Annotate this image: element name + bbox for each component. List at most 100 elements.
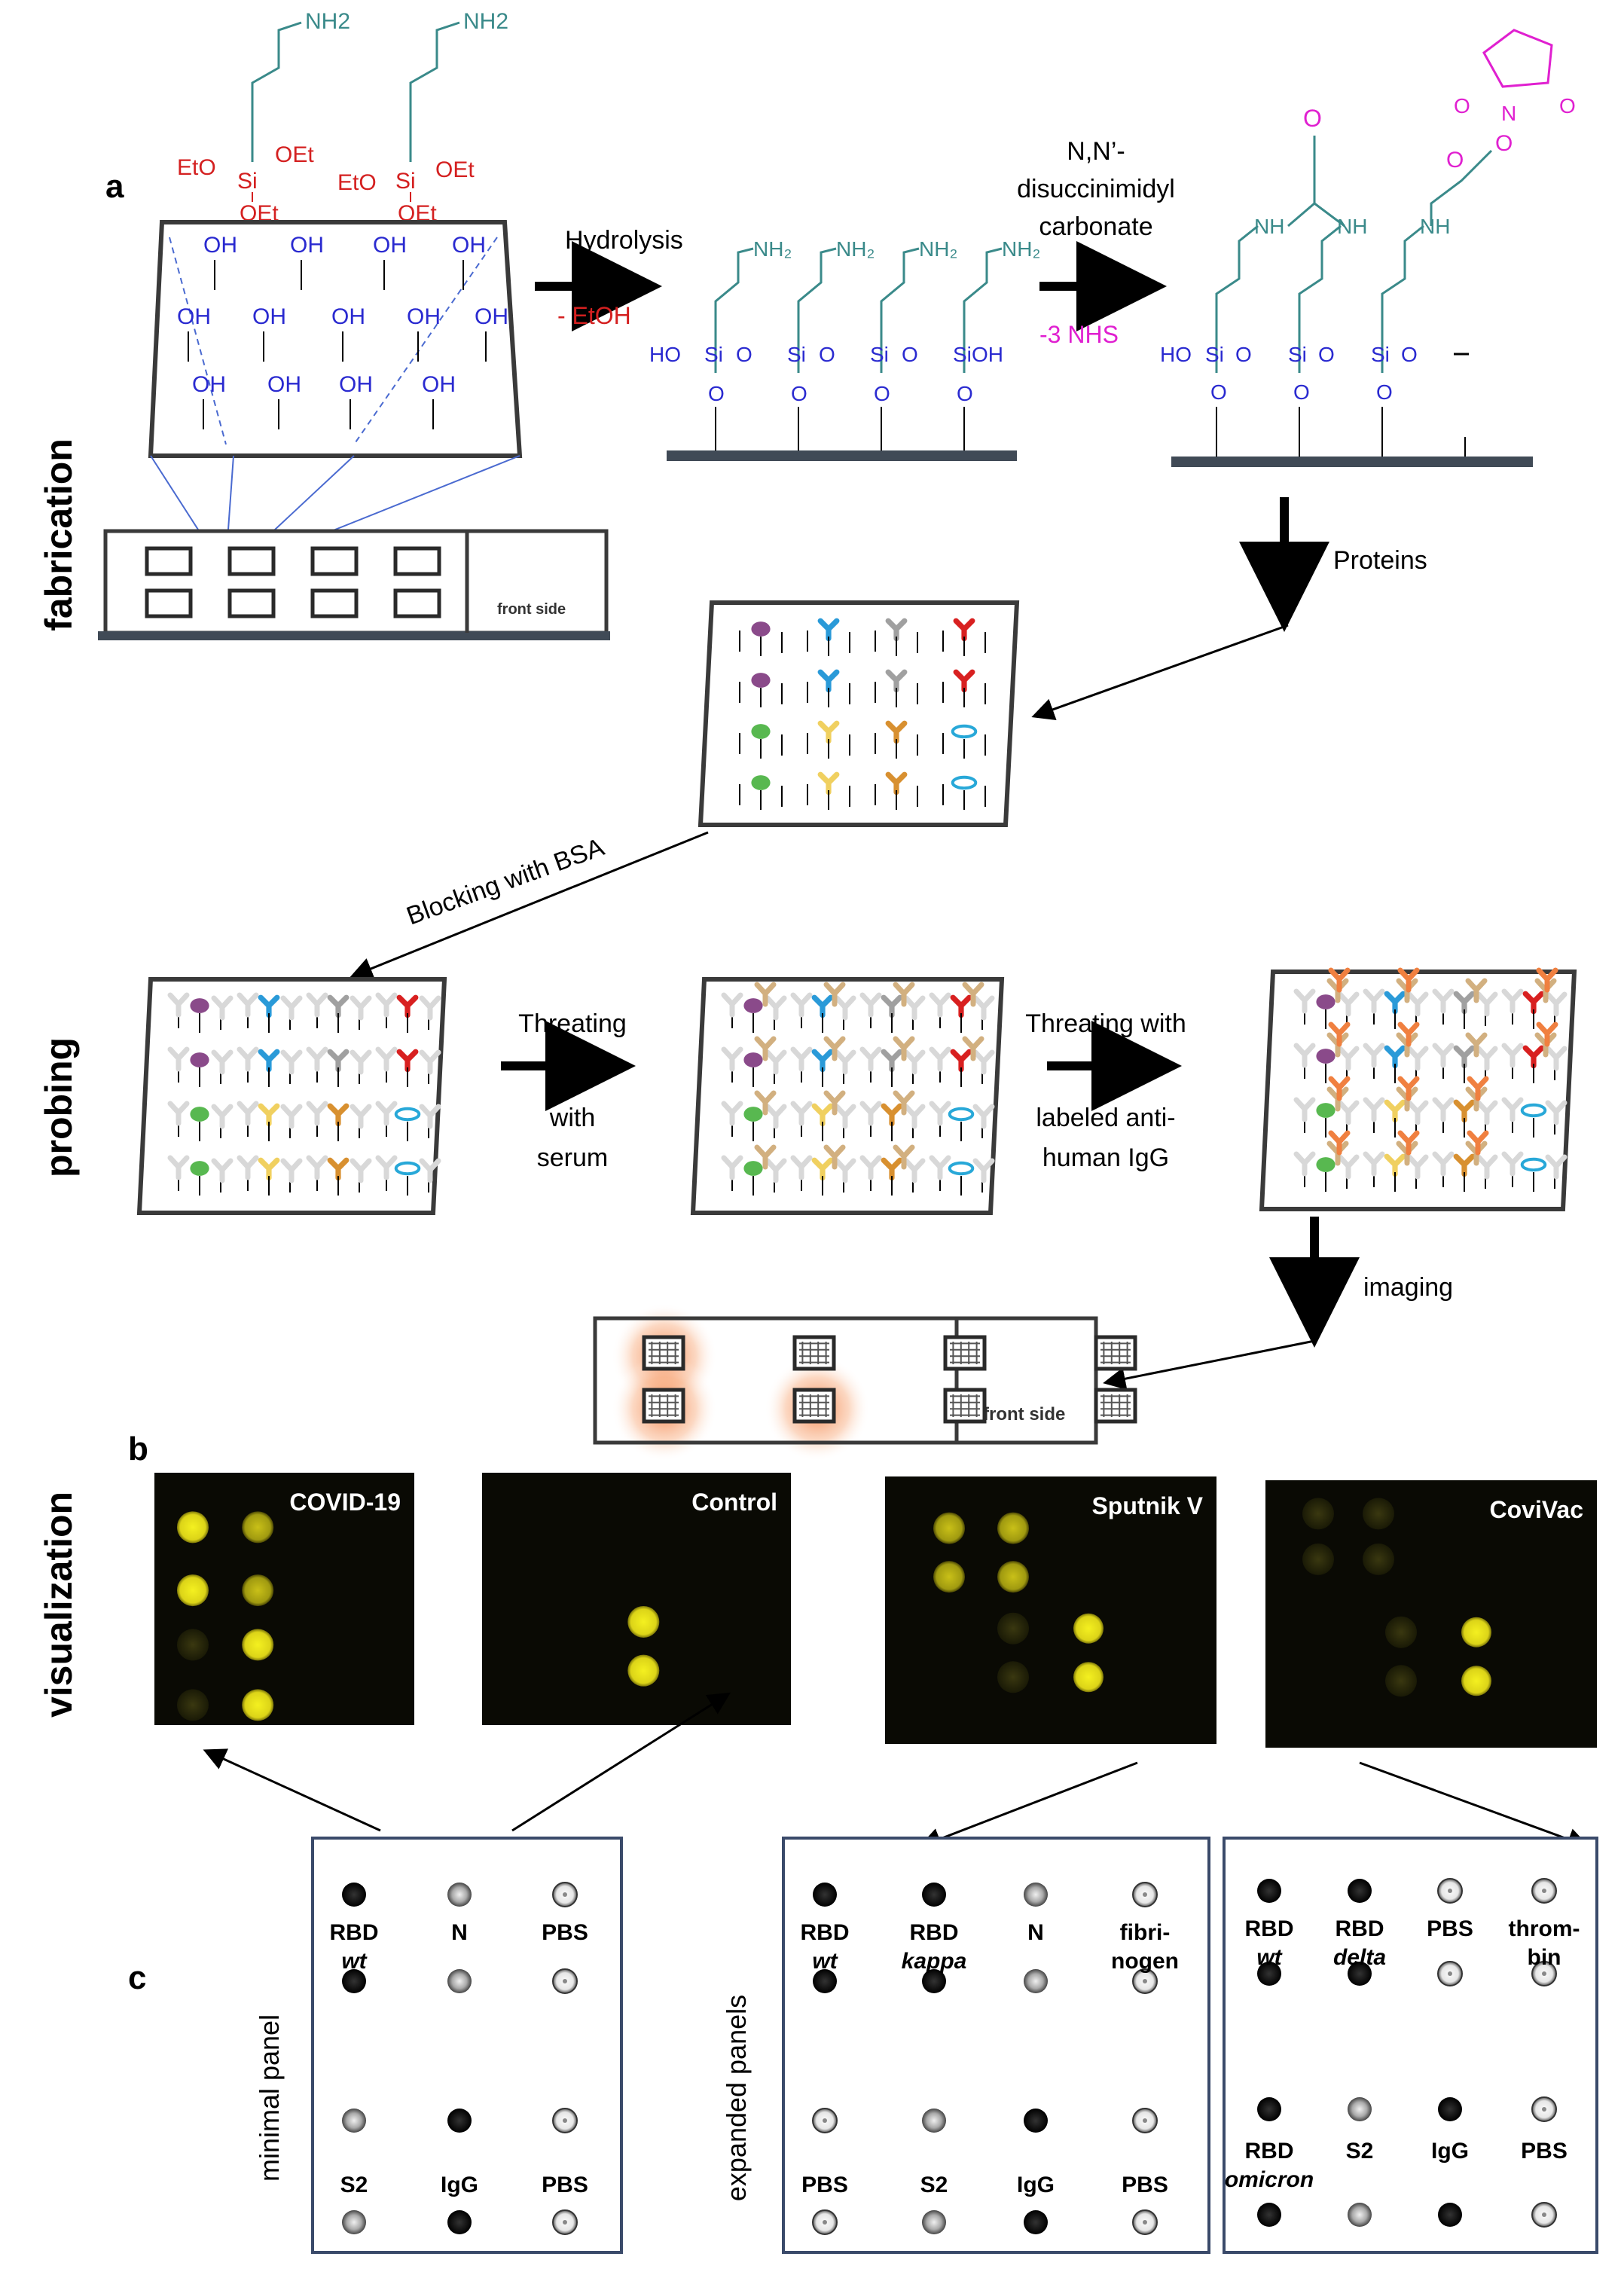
antibody-glyph — [721, 1155, 743, 1180]
antibody-glyph — [1545, 1154, 1568, 1180]
protein-glyph — [951, 775, 978, 790]
fluorescence-image: CoviVac — [1265, 1480, 1597, 1748]
slide-well — [642, 1388, 685, 1424]
panel-dot-center — [1448, 1971, 1452, 1976]
antibody-glyph — [1476, 1100, 1498, 1125]
antibody-glyph — [823, 982, 846, 1007]
antibody-glyph — [1536, 1021, 1558, 1047]
protein-glyph — [743, 1052, 763, 1067]
slide-well — [1094, 1388, 1137, 1424]
antibody-glyph — [1476, 991, 1498, 1017]
antibody-glyph — [1328, 967, 1351, 993]
ethoxy-label: OEt — [275, 142, 314, 167]
protein-glyph — [743, 1161, 763, 1176]
ethoxy-label: OEt — [435, 157, 475, 182]
carbonate-bond — [1430, 149, 1493, 226]
nh-label: NH — [1254, 215, 1284, 238]
fluorescence-image: COVID-19 — [154, 1473, 414, 1725]
panel-label-sub: wt — [812, 1949, 838, 1974]
antibody-glyph — [1397, 967, 1420, 993]
protein-glyph — [951, 724, 978, 739]
antibody-glyph — [1432, 1151, 1455, 1177]
hydroxyl-label: OH — [252, 304, 286, 329]
slide-well — [1094, 1335, 1137, 1371]
panel-dot-center — [1448, 1889, 1452, 1893]
panel-dot — [922, 1969, 946, 1993]
protein-glyph — [1316, 994, 1336, 1009]
antibody-glyph — [859, 992, 882, 1018]
antibody-glyph — [237, 992, 259, 1018]
amine-label: NH₂ — [753, 237, 792, 261]
panel-label-sub: wt — [341, 1949, 368, 1974]
antibody-glyph — [1406, 1154, 1429, 1180]
serum-label-3: serum — [537, 1144, 608, 1172]
panel-dot — [1438, 2097, 1462, 2121]
panel-dot-center — [1542, 2212, 1546, 2217]
etoh-label: - EtOH — [557, 302, 631, 329]
antibody-glyph — [972, 995, 995, 1021]
panel-dot — [342, 2210, 366, 2234]
antibody-glyph — [350, 1049, 372, 1075]
panel-label: PBS — [801, 2173, 848, 2197]
oxygen-label: O — [1210, 380, 1227, 404]
silicon-label: Si — [787, 343, 806, 366]
antibody-glyph — [350, 1104, 372, 1129]
serum-treated-array — [690, 977, 1005, 1215]
antibody-glyph — [1337, 1046, 1360, 1071]
fluorescence-image: Sputnik V — [885, 1476, 1216, 1744]
hydroxyl-label: OH — [339, 372, 373, 397]
panel-label-sub: nogen — [1111, 1949, 1179, 1974]
panel-dot-center — [563, 2118, 567, 2123]
antibody-glyph — [1337, 991, 1360, 1017]
antibody-glyph — [237, 1101, 259, 1126]
fluorescent-spot — [1363, 1498, 1394, 1530]
antibody-glyph — [167, 1101, 190, 1126]
hydroxyl-label: OH — [290, 233, 324, 258]
front-side-label: front side — [983, 1404, 1065, 1425]
antibody-glyph — [306, 1101, 328, 1126]
ho-label: HO — [1160, 343, 1192, 366]
antibody-glyph — [972, 1049, 995, 1075]
antibody-glyph — [1501, 1043, 1524, 1068]
antibody-glyph — [903, 995, 926, 1021]
panel-dot — [1348, 1879, 1372, 1903]
slide-well — [145, 546, 193, 576]
fluorescent-spot — [1073, 1662, 1104, 1693]
antibody-glyph — [765, 1049, 787, 1075]
antibody-glyph — [306, 992, 328, 1018]
antibody-glyph — [1363, 988, 1385, 1014]
panel-dot — [342, 1969, 366, 1993]
protein-array — [698, 600, 1020, 827]
fluorescent-spot — [627, 1654, 660, 1687]
fluorescent-spot — [1302, 1543, 1334, 1575]
antibody-glyph — [375, 1101, 398, 1126]
panel-dot — [447, 2210, 472, 2234]
panel-label: PBS — [1427, 1916, 1473, 1941]
minimal-panel-label: minimal panel — [254, 2014, 285, 2182]
antibody-glyph — [1406, 991, 1429, 1017]
connector-arrows — [203, 1692, 1590, 1850]
panel-dot — [447, 1969, 472, 1993]
oxygen-label: O — [902, 343, 918, 366]
slide-well — [227, 588, 276, 618]
panel-label: S2 — [340, 2173, 368, 2197]
antibody-glyph — [721, 992, 743, 1018]
antibody-glyph — [893, 1144, 915, 1170]
igg-label-2: labeled anti- — [1036, 1104, 1175, 1132]
protein-glyph — [1316, 1103, 1336, 1118]
fluorescent-spot — [242, 1629, 274, 1661]
panel-dot — [1257, 2097, 1281, 2121]
antibody-glyph — [419, 1158, 441, 1183]
antibody-glyph — [375, 1046, 398, 1072]
nh-label: NH — [1420, 215, 1450, 238]
protein-glyph — [948, 1107, 975, 1122]
antibody-glyph — [834, 1049, 856, 1075]
fluorescent-spot — [242, 1689, 274, 1721]
antibody-glyph — [280, 1104, 303, 1129]
expanded-panels-label: expanded panels — [721, 1995, 752, 2201]
panel-label: RBD — [910, 1920, 959, 1945]
antibody-glyph — [834, 995, 856, 1021]
fluorescent-spot — [1385, 1665, 1417, 1697]
panel-label-sub: wt — [1256, 1945, 1283, 1970]
